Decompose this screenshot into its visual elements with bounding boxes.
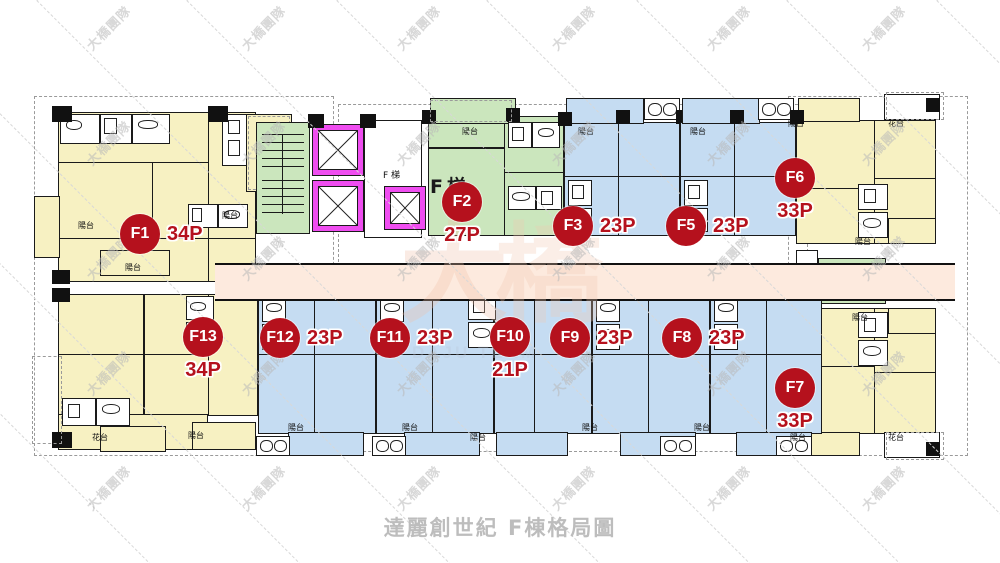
unit-size-f2: 27P — [444, 224, 480, 246]
unit-badge-f8: F8 — [662, 318, 702, 358]
building-plan: F 梯 — [32, 92, 970, 460]
unit-size-f3: 23P — [600, 215, 636, 237]
corridor-band — [215, 263, 955, 301]
elevator-x-1 — [318, 130, 358, 170]
unit-badge-f11: F11 — [370, 318, 410, 358]
unit-size-f10: 21P — [492, 359, 528, 381]
unit-badge-f7: F7 — [775, 368, 815, 408]
unit-badge-f5: F5 — [666, 206, 706, 246]
unit-badge-f9: F9 — [550, 318, 590, 358]
plan-caption: 達麗創世紀 F棟格局圖 — [383, 516, 617, 540]
elevator-x-2 — [318, 186, 358, 226]
unit-badge-f1: F1 — [120, 214, 160, 254]
unit-size-f9: 23P — [597, 327, 633, 349]
unit-badge-f13: F13 — [183, 317, 223, 357]
unit-size-f6: 33P — [777, 200, 813, 222]
unit-size-f12: 23P — [307, 327, 343, 349]
unit-badge-f2: F2 — [442, 182, 482, 222]
unit-marker-f5[interactable]: F5 23P — [666, 206, 749, 246]
unit-marker-f12[interactable]: F12 23P — [260, 318, 343, 358]
unit-marker-f1[interactable]: F1 34P — [120, 214, 203, 254]
unit-marker-f11[interactable]: F11 23P — [370, 318, 453, 358]
unit-badge-f10: F10 — [490, 317, 530, 357]
unit-marker-f3[interactable]: F3 23P — [553, 206, 636, 246]
unit-badge-f12: F12 — [260, 318, 300, 358]
unit-badge-f3: F3 — [553, 206, 593, 246]
unit-size-f7: 33P — [777, 410, 813, 432]
unit-marker-f8[interactable]: F8 23P — [662, 318, 745, 358]
unit-size-f1: 34P — [167, 223, 203, 245]
unit-size-f11: 23P — [417, 327, 453, 349]
unit-size-f13: 34P — [185, 359, 221, 381]
unit-marker-f9[interactable]: F9 23P — [550, 318, 633, 358]
unit-size-f8: 23P — [709, 327, 745, 349]
unit-badge-f6: F6 — [775, 158, 815, 198]
unit-size-f5: 23P — [713, 215, 749, 237]
